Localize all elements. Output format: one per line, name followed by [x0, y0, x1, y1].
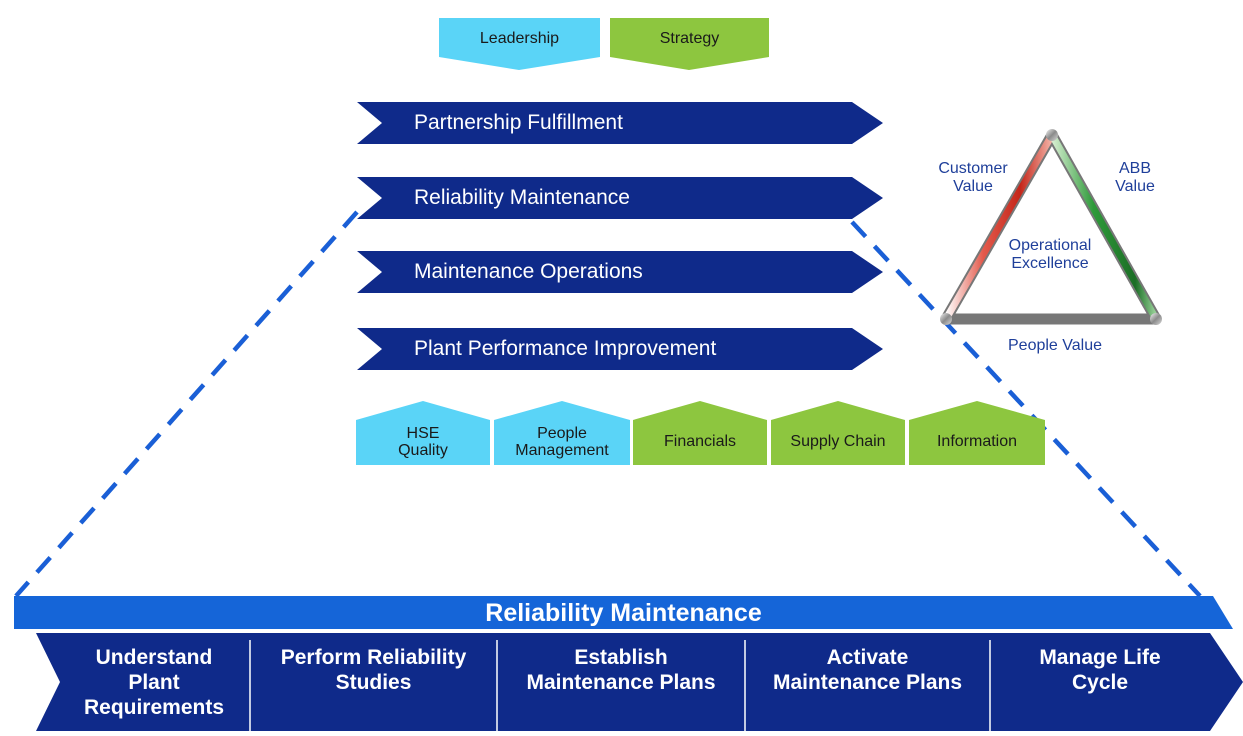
reliability-maintenance-banner — [14, 596, 1233, 629]
maintenance-operations-label: Maintenance Operations — [414, 260, 643, 283]
plant-performance-improvement-label: Plant Performance Improvement — [414, 337, 717, 360]
supply-chain-label: Supply Chain — [790, 433, 886, 451]
strategy-tag-shape — [610, 18, 769, 70]
people-management-label: People Management — [515, 424, 609, 459]
step-understand-plant-requirements: Understand Plant Requirements — [83, 646, 225, 720]
funnel-left-dash — [14, 210, 359, 598]
steps-chevron — [36, 633, 1243, 731]
leadership-label: Leadership — [479, 30, 560, 48]
reliability-maintenance-label: Reliability Maintenance — [414, 186, 630, 209]
step-establish-maintenance-plans: Establish Maintenance Plans — [526, 646, 716, 695]
people-value-label: People Value — [1008, 337, 1102, 354]
financials-tag-shape — [633, 401, 767, 465]
supply-chain-tag-shape — [771, 401, 905, 465]
step-perform-reliability-studies: Perform Reliability Studies — [280, 646, 467, 695]
information-label: Information — [936, 433, 1018, 451]
partnership-fulfillment-chevron — [357, 102, 883, 144]
detail-title: Reliability Maintenance — [485, 598, 762, 627]
information-tag-shape — [909, 401, 1045, 465]
people-management-tag-shape — [494, 401, 630, 465]
operational-excellence-label: Operational Excellence — [1008, 237, 1092, 273]
strategy-label: Strategy — [659, 30, 720, 48]
partnership-fulfillment-label: Partnership Fulfillment — [414, 111, 623, 134]
maintenance-operations-chevron — [357, 251, 883, 293]
step-activate-maintenance-plans: Activate Maintenance Plans — [772, 646, 963, 695]
abb-value-label: ABB Value — [1115, 160, 1155, 196]
customer-value-label: Customer Value — [938, 160, 1008, 196]
hse-quality-tag-shape — [356, 401, 490, 465]
leadership-tag-shape — [439, 18, 600, 70]
hse-quality-label: HSE Quality — [398, 424, 448, 459]
reliability-maintenance-chevron — [357, 177, 883, 219]
financials-label: Financials — [663, 433, 737, 451]
step-manage-life-cycle: Manage Life Cycle — [1039, 646, 1161, 695]
value-triangle — [940, 129, 1162, 325]
plant-performance-chevron — [357, 328, 883, 370]
funnel-right-dash — [850, 220, 1202, 598]
